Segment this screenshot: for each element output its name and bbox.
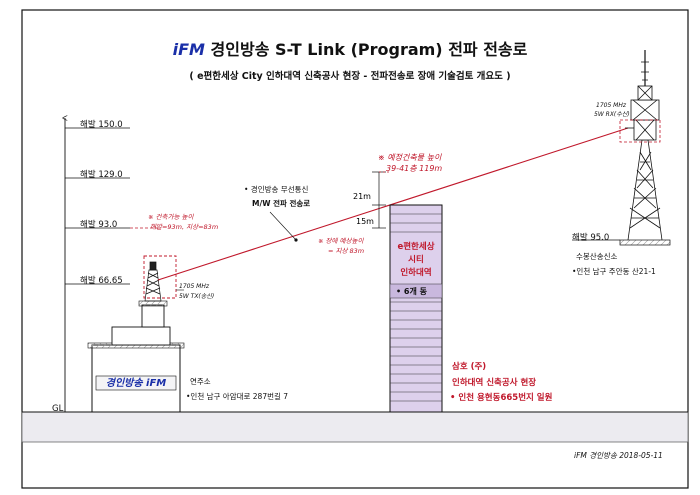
tx-antenna-box: [143, 255, 177, 299]
obstacle-note-2: = 지상 83m: [328, 247, 365, 255]
ground-level-label: GL: [52, 404, 64, 414]
obstacle-note-1: ※ 장애 예상높이: [318, 237, 364, 245]
path-label-1: • 경인방송 무선통신: [244, 185, 309, 194]
altitude-label-93: 해발 93.0: [80, 220, 118, 230]
studio-address: •인천 남구 아암대로 287번길 7: [186, 392, 289, 401]
construction-site: 인하대역 신축공사 현장: [452, 378, 537, 388]
path-label-2: M/W 전파 전송로: [252, 199, 311, 208]
rx-power: 5W RX(수신): [594, 111, 630, 118]
dimension-15m: 15m: [356, 217, 374, 226]
buildable-note-1: ※ 건축가능 높이: [148, 213, 194, 221]
tx-frequency: 1705 MHz: [179, 283, 210, 290]
tower-base: [619, 239, 671, 246]
page-title: iFM 경인방송 S-T Link (Program) 전파 전송로: [0, 42, 700, 58]
tx-power: 5W TX(송신): [179, 293, 215, 300]
construction-name-2: 시티: [408, 255, 424, 265]
contractor-name: 삼호 (주): [452, 362, 487, 372]
studio-name: 연주소: [190, 377, 211, 386]
altitude-label-6665: 해발 66.65: [80, 276, 123, 286]
title-logo: iFM: [172, 40, 205, 59]
transmitter-address: •인천 남구 주안동 산21-1: [572, 267, 656, 276]
construction-address: • 인천 용현동665번지 일원: [450, 393, 553, 403]
planned-height-note-1: ※ 예정건축물 높이: [378, 153, 442, 162]
frame-border: [21, 9, 689, 489]
studio-mast: [144, 261, 162, 302]
construction-building: [389, 204, 443, 413]
planned-height-note-2: 39-41층 119m: [386, 164, 443, 173]
buildable-note-2: 해발=93m, 지상=83m: [150, 223, 219, 231]
microwave-path: [157, 127, 629, 281]
path-label-leader: [269, 211, 297, 241]
transmitter-name: 수봉산송신소: [576, 252, 618, 261]
building-count: • 6개 동: [396, 287, 427, 296]
altitude-label-150: 해발 150.0: [80, 120, 123, 130]
studio-building-label: 경인방송 iFM: [105, 378, 167, 389]
rx-frequency: 1705 MHz: [596, 102, 627, 109]
title-text: 경인방송 S-T Link (Program) 전파 전송로: [210, 40, 528, 59]
studio-building: [87, 300, 185, 413]
ground-strip: [21, 411, 689, 443]
altitude-label-95: 해발 95.0: [572, 233, 610, 243]
height-dimensions: [372, 171, 386, 229]
dimension-21m: 21m: [353, 192, 371, 201]
altitude-label-129: 해발 129.0: [80, 170, 123, 180]
transmitter-tower: [625, 50, 663, 241]
construction-name-1: e편한세상: [397, 242, 435, 252]
footer-date: iFM 경인방송 2018-05-11: [574, 451, 663, 460]
construction-name-3: 인하대역: [400, 268, 432, 278]
page-subtitle: ( e편한세상 City 인하대역 신축공사 현장 - 전파전송로 장애 기술검…: [189, 71, 511, 82]
rx-antenna-box: [619, 119, 661, 143]
